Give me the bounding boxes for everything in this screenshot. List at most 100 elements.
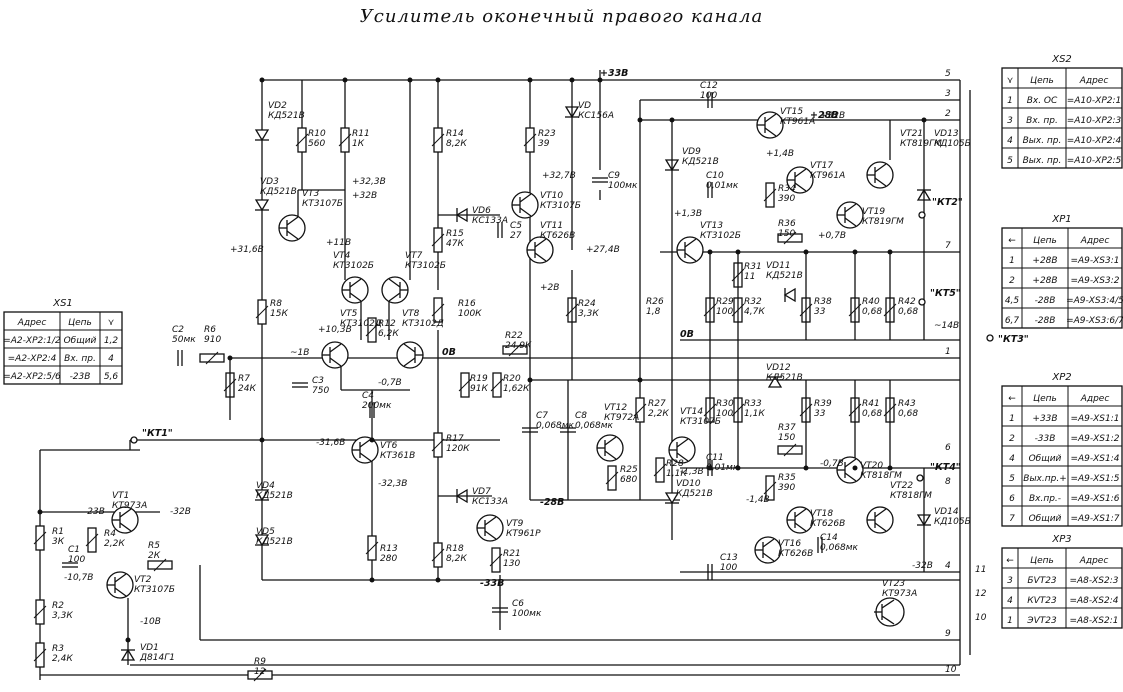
label-vt4-value: КТ3102Б xyxy=(333,261,374,271)
xs2-cell-0-0: ⋎ xyxy=(1007,76,1014,86)
xp1-cell-0-2: Адрес xyxy=(1080,236,1110,246)
xs1-cell-0-2: ⋎ xyxy=(108,318,115,328)
label-c2-value: 50мк xyxy=(172,335,196,345)
label-vt18-value: КТ626В xyxy=(810,519,845,529)
label-c10-name: C10 xyxy=(706,171,724,181)
voltage-label-0: +32,3В xyxy=(352,177,386,187)
label-vd2-value: КД521В xyxy=(268,111,305,121)
label-r27-value: 2,2К xyxy=(648,409,669,419)
label-r37-name: R37 xyxy=(778,423,796,433)
bus-number-12: 8 xyxy=(945,477,951,487)
label-r31-name: R31 xyxy=(744,262,762,272)
label-r23-value: 39 xyxy=(538,139,550,149)
label-vt21-value: КТ819ГМ xyxy=(900,139,942,149)
voltage-label-7: -31,6В xyxy=(316,438,345,448)
label-vt2-value: КТ3107Б xyxy=(134,585,175,595)
xp2-cell-3-1: Общий xyxy=(1029,454,1062,464)
label-vt3-value: КТ3107Б xyxy=(302,199,343,209)
bus-number-3: 1 xyxy=(945,347,951,357)
label-vt16-name: VT16 xyxy=(778,539,801,549)
label-vt11-value: КТ626В xyxy=(540,231,575,241)
label-c11-value: 0,01мк xyxy=(706,463,739,473)
label-vt5-value: КТ3102Д xyxy=(340,319,382,329)
label-vd4-name: VD4 xyxy=(256,481,275,491)
label-r39-name: R39 xyxy=(814,399,832,409)
label-r20-name: R20 xyxy=(503,374,521,384)
label-r29-name: R29 xyxy=(716,297,734,307)
label-vt1-value: КТ973А xyxy=(112,501,147,511)
bias-stage xyxy=(33,439,960,682)
voltage-label-20: -32В xyxy=(912,561,933,571)
xs1-cell-1-1: Общий xyxy=(64,336,97,346)
label-r25-value: 680 xyxy=(620,475,637,485)
label-c1-value: 100 xyxy=(68,555,85,565)
xs2-cell-0-1: Цепь xyxy=(1030,76,1054,86)
xp2-cell-2-0: 2 xyxy=(1009,434,1015,444)
xp3-cell-2-1: КVT23 xyxy=(1027,596,1057,606)
label-r18-value: 8,2К xyxy=(446,554,467,564)
bus-number-1: 3 xyxy=(945,89,951,99)
label-vd13-name: VD13 xyxy=(934,129,959,139)
xs1-cell-2-2: 4 xyxy=(108,354,114,364)
label-r1-name: R1 xyxy=(52,527,64,537)
label-c13-value: 100 xyxy=(720,563,737,573)
label-c3-name: C3 xyxy=(312,376,324,386)
xp2-cell-0-1: Цепь xyxy=(1033,394,1057,404)
xp3-cell-2-2: =А8-XS2:4 xyxy=(1069,596,1118,606)
label-vd1-value: Д814Г1 xyxy=(139,653,175,663)
xp1-cell-0-1: Цепь xyxy=(1033,236,1057,246)
label-r35-value: 390 xyxy=(778,483,795,493)
xp2-cell-5-2: =А9-XS1:6 xyxy=(1070,494,1119,504)
label-r28-name: R28 xyxy=(666,459,684,469)
xp1-name: XP1 xyxy=(1051,214,1071,225)
label-r6-name: R6 xyxy=(204,325,216,335)
label-vd7-value: КС133А xyxy=(472,497,508,507)
label-r13-name: R13 xyxy=(380,544,398,554)
label-r19-value: 91К xyxy=(470,384,488,394)
xp2-cell-0-2: Адрес xyxy=(1080,394,1110,404)
label-r9-name: R9 xyxy=(254,657,266,667)
xs2-cell-3-0: 4 xyxy=(1007,136,1013,146)
label-vt8-value: КТ3102Д xyxy=(402,319,444,329)
label-vt21-name: VT21 xyxy=(900,129,923,139)
bus-number-7: 11 xyxy=(975,565,986,575)
label-vd6-name: VD6 xyxy=(472,206,491,216)
xp3-cell-1-1: БVT23 xyxy=(1027,576,1057,586)
label-vt8-name: VT8 xyxy=(402,309,420,319)
label-r36-name: R36 xyxy=(778,219,796,229)
xp1-cell-2-1: +28В xyxy=(1032,276,1057,286)
label-c7-value: 0,068мк xyxy=(536,421,575,431)
label-r16-name: R16 xyxy=(458,299,476,309)
label-r43-value: 0,68 xyxy=(898,409,918,419)
label-vt17-value: КТ961А xyxy=(810,171,845,181)
label-r4-value: 2,2К xyxy=(104,539,125,549)
xp2-cell-2-2: =А9-XS1:2 xyxy=(1070,434,1119,444)
label-r21-value: 130 xyxy=(503,559,520,569)
xs2-cell-3-2: =А10-XP2:4 xyxy=(1067,136,1122,146)
label-c14-value: 0,068мк xyxy=(820,543,859,553)
label-c5-name: C5 xyxy=(510,221,522,231)
label-c4-value: 200мк xyxy=(362,401,392,411)
label-vd2-name: VD2 xyxy=(268,101,287,111)
label-r8-name: R8 xyxy=(270,299,282,309)
label-r13-value: 280 xyxy=(380,554,397,564)
label-r14-name: R14 xyxy=(446,129,464,139)
label-c9-name: C9 xyxy=(608,171,620,181)
xs1-cell-2-0: =А2-XP2:4 xyxy=(8,354,57,364)
label-vt1-name: VT1 xyxy=(112,491,129,501)
xp2-cell-4-0: 5 xyxy=(1009,474,1015,484)
xp2-cell-1-1: +33В xyxy=(1032,414,1057,424)
label-vt9-value: КТ961Р xyxy=(506,529,541,539)
xp1-cell-4-0: 6,7 xyxy=(1005,316,1020,326)
voltage-label-16: -1,4В xyxy=(746,495,770,505)
voltage-label-3: +31,6В xyxy=(230,245,264,255)
xs1-cell-1-2: 1,2 xyxy=(104,336,119,346)
component-labels: VD2КД521ВVD3КД521ВVD4КД521ВVD5КД521ВVT3К… xyxy=(52,69,987,677)
label-c1-name: C1 xyxy=(68,545,80,555)
label-vd1-name: VD1 xyxy=(140,643,159,653)
label-r32-value: 4,7К xyxy=(744,307,765,317)
voltage-label-23: -23В xyxy=(84,507,105,517)
bus-number-10: 4 xyxy=(945,561,951,571)
label-vd9-name: VD9 xyxy=(682,147,701,157)
